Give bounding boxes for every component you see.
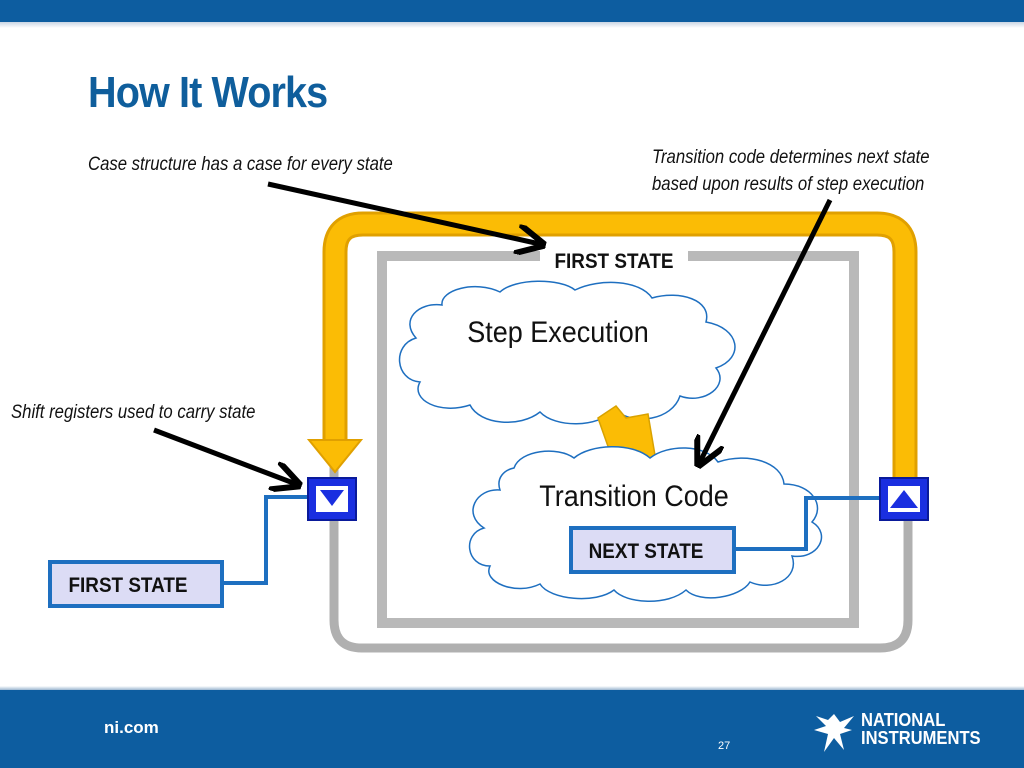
top-banner	[0, 0, 1024, 28]
ni-logo: NATIONAL INSTRUMENTS	[814, 710, 1004, 756]
case-selector-label: FIRST STATE	[555, 250, 674, 273]
shift-register-callout-arrow	[153, 427, 296, 484]
down-arrow-icon	[320, 490, 344, 506]
state-machine-diagram: FIRST STATE Step Execution Transition Co…	[48, 181, 929, 653]
case-structure-annotation: Case structure has a case for every stat…	[88, 154, 393, 175]
transition-annotation-line2: based upon results of step execution	[652, 174, 925, 195]
step-execution-label: Step Execution	[467, 316, 648, 350]
up-arrow-icon	[890, 490, 918, 508]
transition-code-label: Transition Code	[539, 480, 728, 514]
initial-state-constant	[48, 560, 224, 608]
transition-annotation-line1: Transition code determines next state	[652, 147, 930, 168]
initial-state-label: FIRST STATE	[69, 574, 188, 597]
transition-code-cloud	[468, 446, 823, 602]
footer-bar: ni.com 27 NATIONAL INSTRUMENTS	[0, 686, 1024, 768]
eagle-icon	[814, 714, 854, 752]
shift-register-arrowhead	[306, 439, 364, 474]
step-execution-cloud	[398, 280, 736, 425]
site-url[interactable]: ni.com	[104, 718, 159, 737]
page-number: 27	[718, 740, 731, 752]
shift-registers-annotation: Shift registers used to carry state	[11, 402, 256, 423]
slide-title: How It Works	[88, 68, 328, 117]
logo-line-national: NATIONAL	[861, 710, 946, 730]
next-state-wire	[734, 496, 880, 551]
next-state-label: NEXT STATE	[589, 540, 704, 563]
case-structure-callout-arrow	[267, 181, 540, 244]
transition-callout-arrow	[700, 198, 833, 462]
logo-line-instruments: INSTRUMENTS	[861, 728, 981, 748]
next-state-constant	[569, 526, 736, 574]
while-loop-border	[329, 270, 913, 653]
initial-state-wire	[222, 495, 308, 585]
